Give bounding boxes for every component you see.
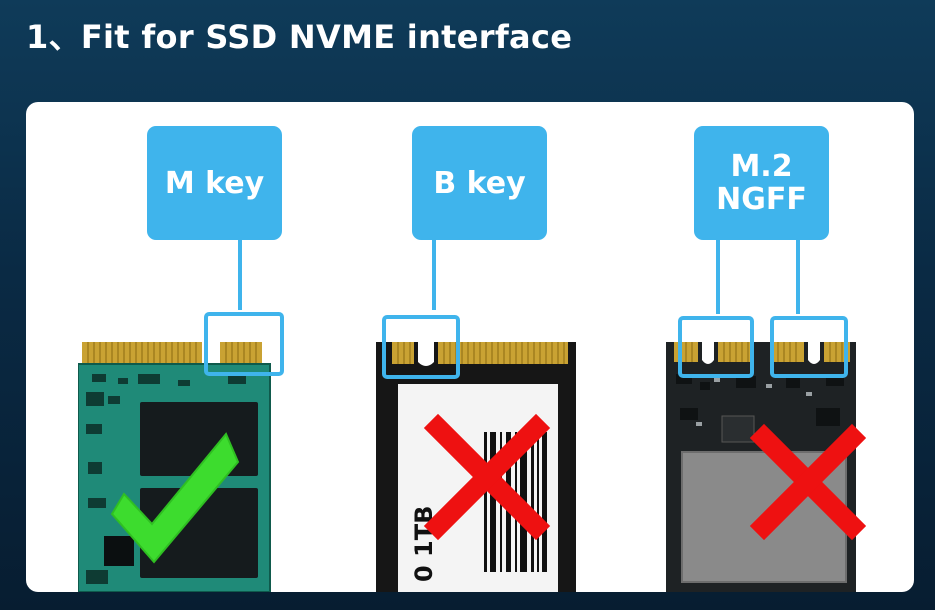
m2-ngff-connector-line-right: [796, 240, 800, 314]
b-key-label: B key: [412, 126, 547, 240]
compatibility-panel: M key: [26, 102, 914, 592]
m2-ngff-cross-icon: [749, 423, 866, 541]
m-key-ssd-card: [78, 342, 271, 592]
m2-ngff-connector-line-left: [716, 240, 720, 314]
m2-ngff-notch-highlight-right: [770, 316, 848, 378]
m2-ngff-notch-highlight-left: [678, 316, 754, 378]
m-key-connector-line: [238, 240, 242, 310]
b-key-notch-highlight: [382, 315, 460, 379]
b-key-cross-icon: [423, 413, 551, 541]
m2-ngff-ssd-card: [666, 342, 866, 592]
page-title: 1、Fit for SSD NVME interface: [26, 18, 573, 56]
m-key-label: M key: [147, 126, 282, 240]
b-key-connector-line: [432, 240, 436, 310]
checkmark-icon: [110, 432, 240, 564]
m-key-notch-highlight: [204, 312, 284, 376]
m2-ngff-label: M.2 NGFF: [694, 126, 829, 240]
b-key-ssd-card: 0 1TB: [376, 342, 576, 592]
